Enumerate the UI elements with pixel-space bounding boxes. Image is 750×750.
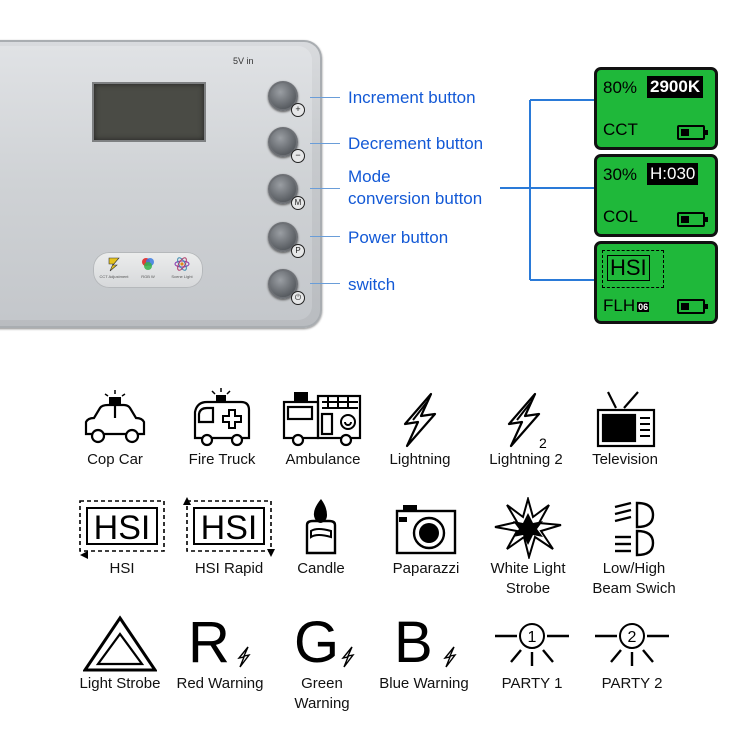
effect-green-warning: G Green Warning (280, 614, 364, 714)
mode-icon: M (291, 196, 305, 210)
effect-party-1: 1 PARTY 1 (484, 614, 580, 694)
green-warning-icon: G (280, 614, 364, 674)
port-label: 5V in (233, 56, 254, 66)
atom-icon (174, 257, 190, 271)
cop-car-icon (84, 390, 146, 444)
connector-line (310, 188, 340, 189)
television-icon (596, 391, 656, 448)
switch-button[interactable]: ⏻ (268, 269, 305, 305)
effect-blue-warning: B Blue Warning (370, 614, 478, 694)
cct-icon (108, 257, 120, 272)
badge-scene: Scene Light (167, 256, 197, 279)
effect-fire-truck: Fire Truck (180, 388, 264, 470)
effect-white-light-strobe: White Light Strobe (480, 497, 576, 599)
hsi-icon: HSI (79, 500, 165, 559)
cct-brightness: 80% (603, 78, 638, 97)
svg-text:1: 1 (528, 629, 537, 646)
callout-decrement: Decrement button (348, 134, 484, 153)
red-warning-icon: R (168, 614, 272, 674)
ambulance-icon (282, 392, 362, 447)
hsi-rapid-icon: HSI (183, 497, 275, 557)
hsi-icon: HSI (602, 250, 664, 288)
party-2-icon: 2 (595, 623, 669, 666)
blue-warning-icon: B (370, 614, 478, 674)
power-p-icon: P (291, 244, 305, 258)
effect-red-warning: R Red Warning (168, 614, 272, 694)
candle-icon (305, 499, 337, 555)
increment-button[interactable]: + (268, 81, 305, 117)
svg-text:2: 2 (628, 629, 637, 646)
effect-cop-car: Cop Car (74, 388, 156, 470)
effect-candle: Candle (288, 497, 354, 579)
cct-mode: CCT (603, 120, 638, 139)
light-strobe-icon (83, 615, 157, 672)
effect-lightning-2: 2 Lightning 2 (478, 388, 574, 470)
fire-truck-icon (193, 388, 251, 447)
cct-value: 2900K (647, 76, 704, 98)
rgb-icon (142, 258, 154, 270)
beam-icon (614, 501, 655, 557)
plus-icon: + (291, 103, 305, 117)
paparazzi-icon (395, 505, 457, 555)
power-button[interactable]: P (268, 222, 305, 258)
effect-light-strobe: Light Strobe (70, 614, 170, 694)
switch-icon: ⏻ (291, 291, 305, 305)
screens-bracket (500, 99, 594, 281)
effect-paparazzi: Paparazzi (382, 497, 470, 579)
callout-increment: Increment button (348, 88, 476, 107)
effect-hsi: HSI HSI (72, 497, 172, 579)
effect-low-high-beam: Low/High Beam Swich (582, 497, 686, 599)
screen-cct: 80% 2900K CCT (594, 67, 718, 150)
battery-icon (677, 299, 708, 314)
mode-badge: CCT Adjustment RGB W Scene Light (93, 252, 203, 288)
decrement-button[interactable]: − (268, 127, 305, 163)
device-lcd-screen (92, 82, 206, 142)
col-brightness: 30% (603, 165, 638, 184)
badge-cct: CCT Adjustment (99, 256, 129, 279)
svg-text:HSI: HSI (94, 509, 151, 547)
effect-lightning: Lightning (378, 388, 462, 470)
flh-number: 06 (637, 301, 650, 312)
lightning-2-icon: 2 (507, 392, 547, 450)
col-mode: COL (603, 207, 638, 226)
connector-line (310, 143, 340, 144)
battery-icon (677, 212, 708, 227)
lightning-icon (443, 646, 457, 668)
minus-icon: − (291, 149, 305, 163)
callout-mode-line2: conversion button (348, 189, 483, 208)
svg-text:HSI: HSI (201, 509, 258, 547)
lightning-icon (341, 646, 355, 668)
connector-line (310, 97, 340, 98)
lightning-icon (237, 646, 251, 668)
lightning-icon (403, 392, 437, 448)
effect-television: Television (582, 388, 668, 470)
effect-ambulance: Ambulance (278, 388, 368, 470)
mode-button[interactable]: M (268, 174, 305, 210)
callout-mode-line1: Mode (348, 167, 391, 186)
callout-power: Power button (348, 228, 449, 247)
white-strobe-icon (494, 497, 562, 559)
party-1-icon: 1 (495, 623, 569, 666)
connector-line (310, 236, 340, 237)
badge-rgb: RGB W (133, 256, 163, 279)
col-value: H:030 (647, 163, 699, 185)
callout-switch: switch (348, 275, 396, 294)
screen-col: 30% H:030 COL (594, 154, 718, 237)
effect-party-2: 2 PARTY 2 (584, 614, 680, 694)
connector-line (310, 283, 340, 284)
battery-icon (677, 125, 708, 140)
svg-text:2: 2 (539, 435, 547, 450)
effect-hsi-rapid: HSI HSI Rapid (178, 497, 280, 579)
